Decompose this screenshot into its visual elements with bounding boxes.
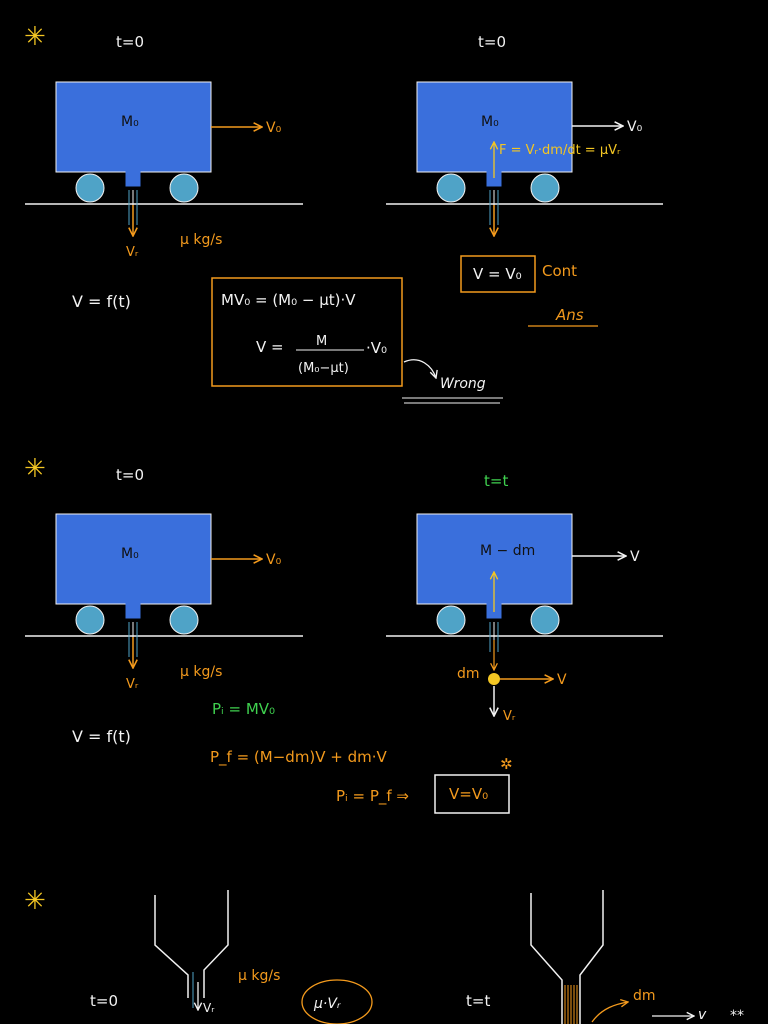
final-momentum: P_f = (M−dm)V + dm·V [210,748,388,767]
time-label: t=0 [90,992,118,1010]
cart-body [55,81,212,173]
wrong-arrow [403,359,436,378]
dm-particle [488,673,500,685]
wheel-right [169,605,199,635]
cart-diagram-2-left: t=0 M₀ V₀ Vᵣ μ kg/s V = f(t) [25,466,303,746]
wheel-left [436,173,466,203]
mass-label: M₀ [121,114,139,130]
result-box [434,774,510,814]
star-mark: ✲ [500,755,513,773]
velocity-label: v [698,1007,707,1023]
funnel-outline [530,890,604,1024]
result-note: Cont [542,262,577,280]
velocity-label: V₀ [266,120,282,136]
result-box [460,255,536,293]
equation-rhs: ·V₀ [366,339,387,357]
circled-expression: μ·Vᵣ [313,996,342,1012]
star-icon: ✳ [24,454,46,484]
cart-nozzle [125,169,141,187]
rel-velocity-label: Vᵣ [126,677,139,692]
star-icon: ✳ [24,22,46,52]
time-label: t=0 [478,33,506,51]
time-label: t=t [466,992,490,1010]
wheel-left [75,605,105,635]
function-label: V = f(t) [72,727,131,746]
cart-diagram-1-left: t=0 M₀ V₀ Vᵣ μ kg/s V = f(t) [25,33,303,311]
mass-label: M₀ [121,546,139,562]
wrong-note: Wrong [440,376,486,392]
cart-diagram-2-right: t=t M − dm V dm V Vᵣ [386,472,663,724]
wheel-right [169,173,199,203]
wrong-equation-box: MV₀ = (M₀ − μt)·V V = M (M₀−μt) ·V₀ Wron… [211,277,503,404]
conservation-equation: Pᵢ = P_f ⇒ [336,787,409,806]
result-equation: V = V₀ [473,265,522,283]
time-label: t=0 [116,33,144,51]
wheel-left [75,173,105,203]
rel-velocity-label: Vᵣ [203,1001,215,1015]
dm-velocity-label: V [557,672,567,688]
equation-numerator: M [316,334,327,349]
equation-line-1: MV₀ = (M₀ − μt)·V [221,291,356,309]
function-label: V = f(t) [72,292,131,311]
cart-diagram-1-right: t=0 M₀ V₀ F = Vᵣ·dm/dt = μVᵣ V = V₀ Cont… [386,33,663,327]
equation-denominator: (M₀−μt) [298,361,349,376]
circled-annotation [301,979,373,1024]
dm-label: dm [457,666,480,682]
cart-nozzle [125,601,141,619]
wheel-right [530,173,560,203]
star-marks: ** [730,1008,744,1024]
rate-label: μ kg/s [180,232,222,248]
velocity-label: V [630,549,640,565]
wheel-left [436,605,466,635]
momentum-equations: Pᵢ = MV₀ P_f = (M−dm)V + dm·V ✲ Pᵢ = P_f… [210,700,513,814]
dm-rel-label: Vᵣ [503,709,516,724]
rel-velocity-label: Vᵣ [126,245,139,260]
time-label: t=0 [116,466,144,484]
dm-label: dm [633,988,656,1004]
rate-label: μ kg/s [180,664,222,680]
equation-frame [211,277,403,387]
cart-body [55,513,212,605]
velocity-label: V₀ [266,552,282,568]
funnel-outline [154,890,229,998]
velocity-label: V₀ [627,119,643,135]
rate-label: μ kg/s [238,968,280,984]
mass-label: M − dm [480,543,535,559]
initial-momentum: Pᵢ = MV₀ [212,700,275,718]
star-icon: ✳ [24,886,46,916]
mass-label: M₀ [481,114,499,130]
time-label: t=t [484,472,508,490]
equation-lhs: V = [256,338,284,356]
funnel-diagram-right: t=t dm v ** [466,890,744,1024]
wheel-right [530,605,560,635]
dm-curve [591,1002,628,1023]
funnel-diagram-left: Vᵣ μ kg/s t=0 μ·Vᵣ [90,890,373,1024]
answer-label: Ans [555,306,584,324]
falling-stream [564,985,578,1024]
result-equation: V=V₀ [449,785,488,803]
thrust-equation: F = Vᵣ·dm/dt = μVᵣ [499,143,621,158]
